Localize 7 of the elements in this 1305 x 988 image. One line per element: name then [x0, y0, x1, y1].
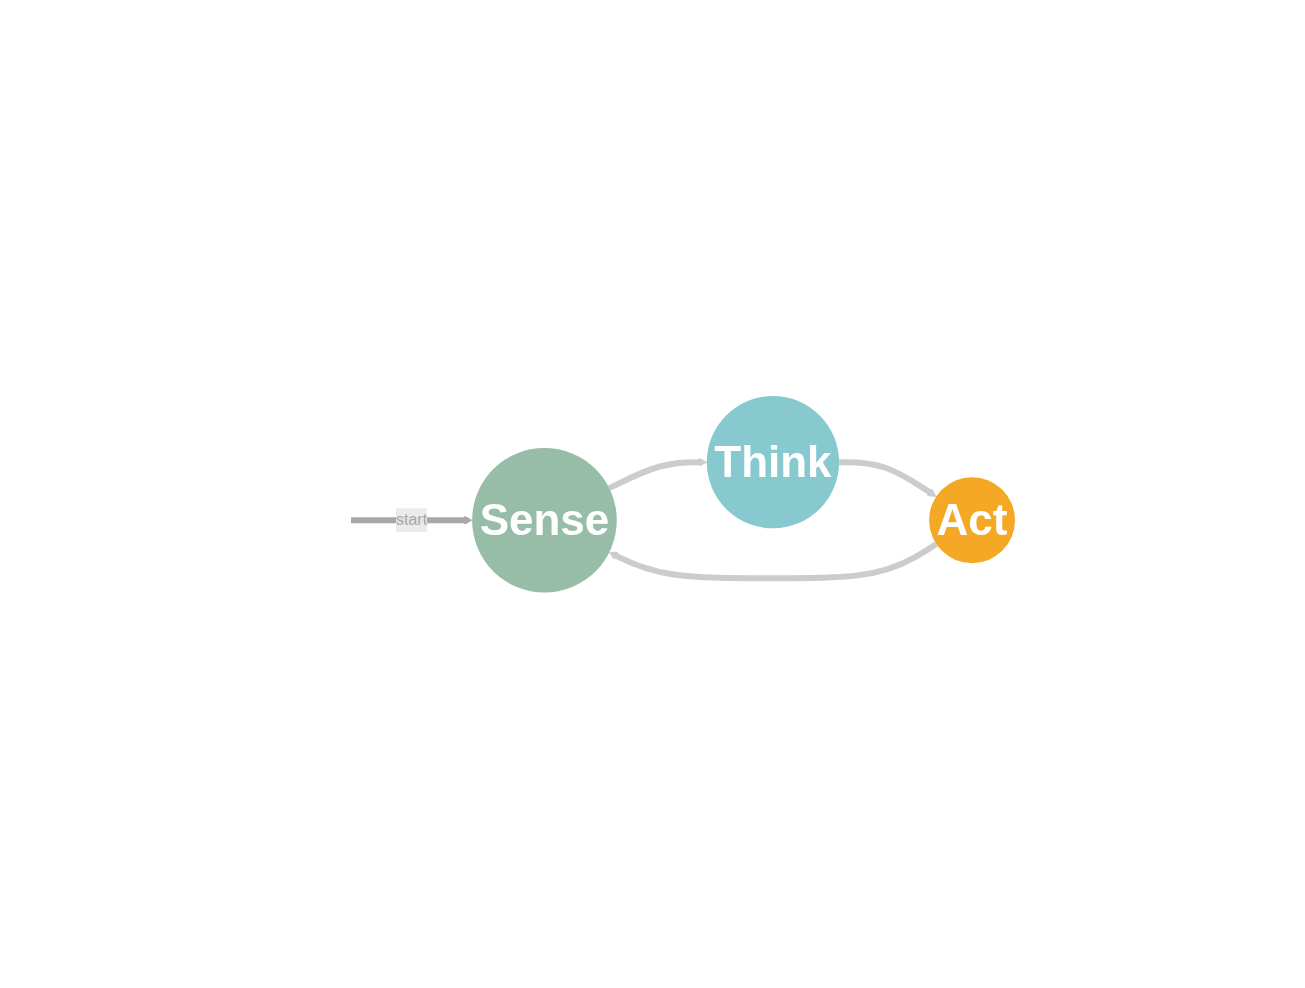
arrow	[838, 458, 937, 497]
arrow	[607, 457, 707, 491]
edge-label: start	[395, 510, 427, 528]
arrow	[608, 541, 938, 582]
node-circle: Act	[928, 477, 1015, 563]
node-circle: Sense	[471, 447, 617, 593]
node-circle: Think	[706, 395, 839, 529]
